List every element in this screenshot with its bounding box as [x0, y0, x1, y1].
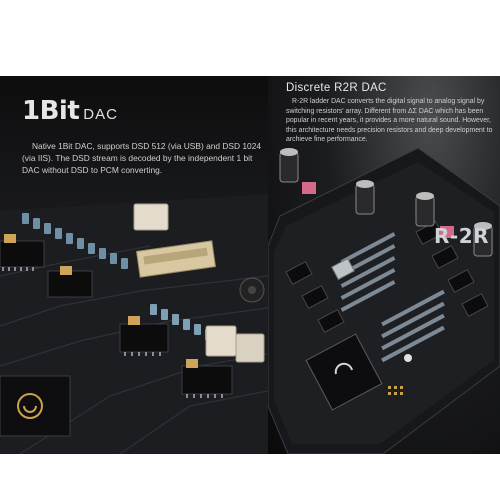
electrolytic-capacitors [279, 148, 493, 257]
r2r-board-label: R-2R [434, 224, 490, 248]
r2r-chips [285, 220, 489, 334]
pcb-photo-r2r-dac [268, 76, 500, 454]
resistor-array-top [22, 213, 128, 269]
chip-logo-icon [334, 362, 353, 375]
title-1bit: 1Bit [22, 96, 80, 126]
main-processor-chip [305, 333, 383, 411]
right-caption: Discrete R2R DAC R-2R ladder DAC convert… [286, 82, 496, 145]
title-dac: DAC [83, 106, 118, 123]
title-discrete-r2r-dac: Discrete R2R DAC [286, 82, 387, 94]
pcb-1bit-illustration [0, 76, 268, 454]
capacitors [4, 234, 198, 368]
pcb-r2r-illustration [268, 147, 500, 454]
right-description: R-2R ladder DAC converts the digital sig… [286, 98, 493, 144]
left-description: Native 1Bit DAC, supports DSD 512 (via U… [22, 141, 262, 175]
ribbon-connector [135, 240, 217, 278]
r2r-resistor-ladders [340, 232, 445, 363]
